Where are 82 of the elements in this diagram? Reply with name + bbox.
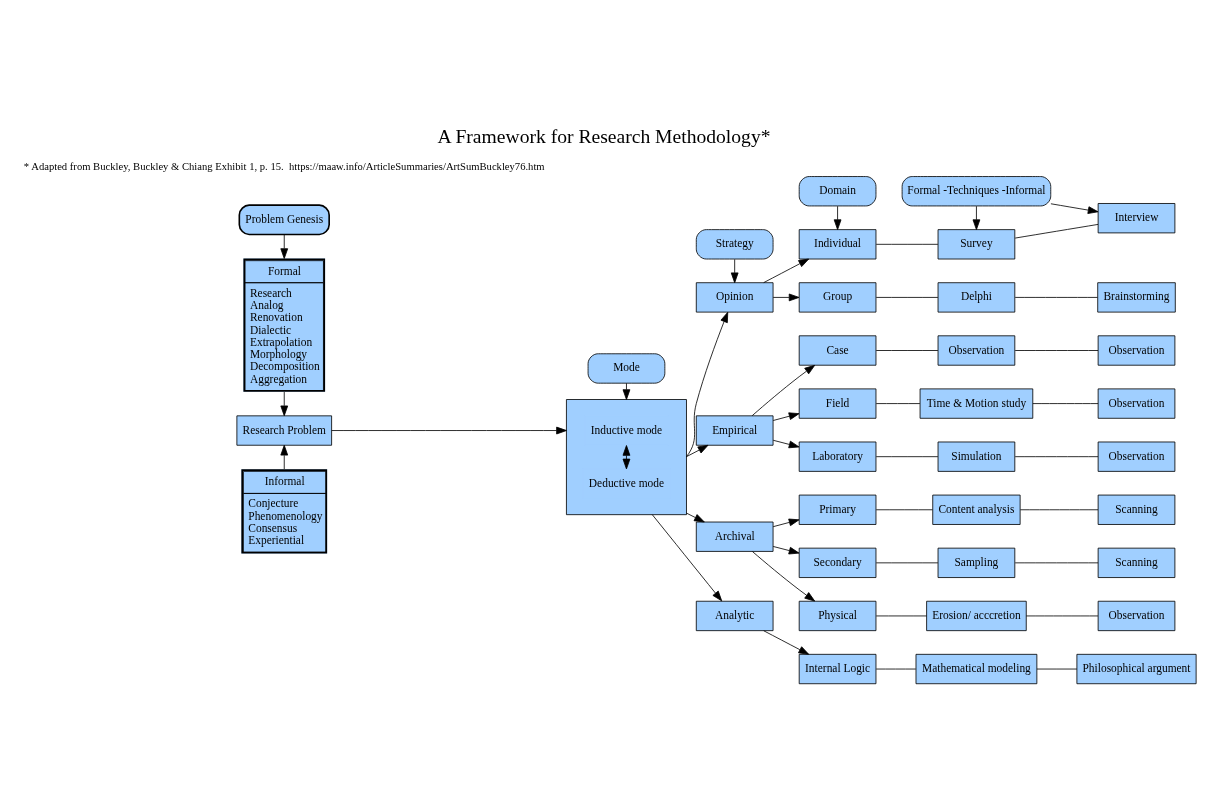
node-box: Simulation: [937, 441, 1016, 472]
node-box: Individual: [798, 229, 877, 260]
connector: [1014, 224, 1099, 239]
connector: [875, 509, 933, 511]
node-box: Problem Genesis: [238, 204, 330, 236]
node-box: Physical: [798, 600, 877, 632]
arrow: [972, 205, 981, 230]
arrow: [772, 518, 800, 528]
arrow: [730, 258, 739, 284]
node-box: Research Problem: [236, 415, 333, 446]
arrow: [331, 426, 567, 435]
node-box: Case: [798, 335, 877, 366]
arrow: [280, 234, 289, 259]
arrow: [280, 444, 289, 470]
node-box: Time & Motion study: [919, 388, 1034, 419]
node-box: Philosophical argument: [1076, 653, 1197, 685]
arrow: [751, 364, 816, 417]
node-box: Mathematical modeling: [915, 653, 1038, 685]
node-box: Interview: [1097, 203, 1176, 234]
connector: [1032, 403, 1099, 404]
node-box: Archival: [695, 521, 774, 552]
arrow: [686, 512, 705, 523]
connector: [875, 615, 927, 617]
node-text: Inductive mode: [590, 423, 663, 436]
node-box: Field: [798, 388, 877, 419]
connector: [875, 562, 939, 564]
node-box: Domain: [798, 176, 877, 207]
connector: [1014, 562, 1099, 564]
node-box: Brainstorming: [1097, 282, 1176, 313]
arrow: [772, 546, 800, 555]
node-box: Sampling: [937, 547, 1016, 578]
arrow: [763, 630, 810, 655]
arrow: [772, 439, 800, 449]
arrow: [833, 205, 842, 230]
arrow: [763, 258, 810, 284]
node-box: Secondary: [798, 547, 877, 578]
node-box: Observation: [1097, 600, 1176, 632]
node-box: Laboratory: [798, 441, 877, 472]
connector: [1036, 668, 1078, 670]
node-box: Content analysis: [932, 494, 1021, 525]
arrow: [686, 311, 729, 458]
node-box: Observation: [937, 335, 1016, 366]
node-box: Survey: [937, 229, 1016, 260]
arrow: [772, 412, 800, 421]
caption: * Adapted from Buckley, Buckley & Chiang Exhibit 1, p. 15. https://maaw.info/ArticleSummaries/ArtSumBuckley76.htm: [23, 160, 545, 172]
cluster: [566, 399, 687, 516]
connector: [1025, 615, 1099, 617]
node-box: Observation: [1097, 388, 1176, 419]
diagram-title: A Framework for Research Methodology*: [437, 126, 771, 148]
node-box: Empirical: [695, 415, 774, 446]
node-box: Analytic: [695, 600, 774, 632]
connector: [1014, 456, 1099, 458]
arrow: [651, 514, 723, 602]
arrow: [622, 445, 631, 470]
arrow: [686, 444, 709, 458]
connector: [1014, 350, 1099, 351]
node-box: Observation: [1097, 441, 1176, 472]
arrow: [280, 391, 289, 417]
node-box: Scanning: [1097, 494, 1176, 525]
connector: [875, 456, 939, 458]
node-box: Scanning: [1097, 547, 1176, 578]
arrow: [772, 293, 800, 302]
arrow: [622, 382, 631, 400]
connector: [875, 297, 939, 298]
node-box: Erosion/ acccretion: [926, 600, 1027, 632]
node-box: Formal -Techniques -Informal: [901, 176, 1052, 207]
node-box: Strategy: [695, 229, 774, 260]
connector: [875, 403, 921, 404]
node-box: Delphi: [937, 282, 1016, 313]
node-box: Internal Logic: [798, 653, 877, 685]
node-box: Group: [798, 282, 877, 313]
connector: [1014, 297, 1098, 298]
node-box: Primary: [798, 494, 877, 525]
arrow: [752, 551, 816, 602]
node-text: Deductive mode: [588, 476, 665, 489]
node-box: Mode: [587, 353, 666, 384]
connector: [1019, 509, 1099, 511]
connector: [875, 243, 939, 245]
node-box: Observation: [1097, 335, 1176, 366]
connector: [875, 350, 939, 351]
node-box: Opinion: [695, 282, 774, 313]
arrow: [1050, 203, 1099, 214]
